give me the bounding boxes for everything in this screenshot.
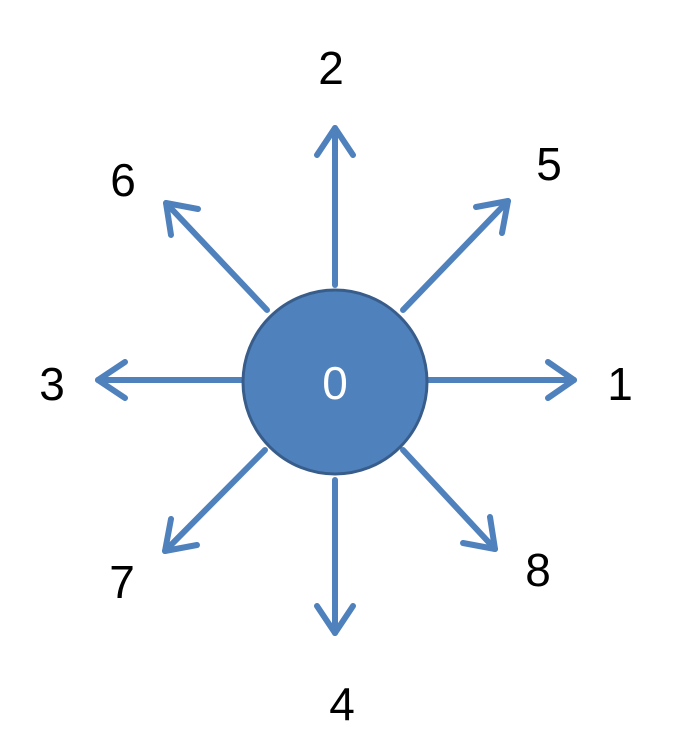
arrow-north-head [314,125,356,158]
label-east: 1 [607,358,633,410]
arrow-southeast-shaft [400,447,498,552]
label-north: 2 [318,42,344,94]
arrow-east-head [545,359,577,401]
center-node: 0 [241,288,429,476]
arrow-east [425,359,577,401]
label-northwest: 6 [110,154,136,206]
arrow-southwest [162,447,268,554]
center-circle [241,288,429,476]
arrow-northwest [163,200,270,313]
arrow-southwest-shaft [162,447,268,554]
arrow-northwest-head [163,200,201,238]
arrows-group [95,125,577,636]
label-southwest: 7 [109,556,135,608]
label-southeast: 8 [525,544,551,596]
arrow-northeast [400,198,511,313]
arrow-northeast-shaft [400,198,511,313]
arrow-south-head [314,603,356,636]
arrow-southeast-head [460,514,498,552]
arrow-south [314,477,356,636]
arrow-west-head [95,359,128,401]
arrow-southwest-head [162,516,200,554]
label-west: 3 [39,358,65,410]
direction-labels: 1 2 3 4 5 6 7 8 [39,42,633,730]
label-south: 4 [329,678,355,730]
center-label: 0 [322,357,348,409]
arrow-northwest-shaft [163,200,270,313]
arrow-north [314,125,356,288]
arrow-southeast [400,447,498,552]
arrow-northeast-head [473,198,511,236]
label-northeast: 5 [536,138,562,190]
arrow-west [95,359,246,401]
